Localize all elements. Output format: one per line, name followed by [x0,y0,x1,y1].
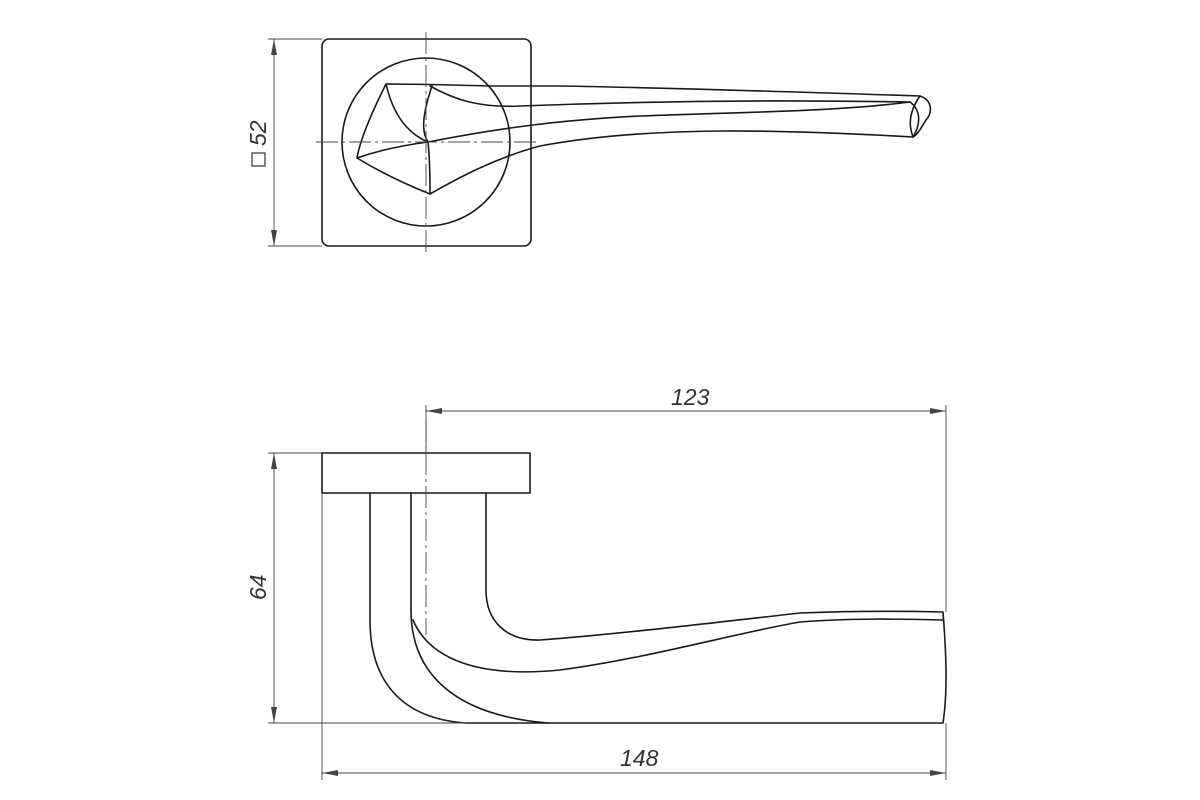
dim-148-arrow-left [322,770,338,776]
dim-148-arrow-right [930,770,946,776]
top-view-lever-inner-curve [429,85,920,138]
dim-64-label: 64 [245,574,271,600]
top-view-lever-ridge [422,85,911,143]
dim-64-arrow-bottom [271,707,277,723]
dim-52-arrow-top [271,39,277,55]
dim-123-arrow-right [930,408,946,414]
top-view-lever-facet-2 [356,141,429,159]
side-view-handle-lower-curve [410,609,549,724]
dim-52-arrow-bottom [271,230,277,246]
dim-52-label: 52 [245,120,271,146]
dim-123-arrow-left [426,408,442,414]
top-view-lever-tip-facet [909,95,921,138]
top-view-lever-facet-3 [427,141,431,195]
top-view-lever-facet-1 [385,83,429,143]
top-view-square-plate [321,38,532,247]
side-view-handle-upper-curve [412,618,944,673]
top-view: 52 [245,32,932,252]
dim-148-label: 148 [620,745,659,771]
dim-123-label: 123 [671,384,710,410]
square-symbol-icon [251,152,266,167]
dim-64-arrow-top [271,453,277,469]
side-view: 123 148 64 [245,384,947,780]
top-view-lever-outline [356,83,932,195]
side-view-lever-outline [369,492,947,724]
